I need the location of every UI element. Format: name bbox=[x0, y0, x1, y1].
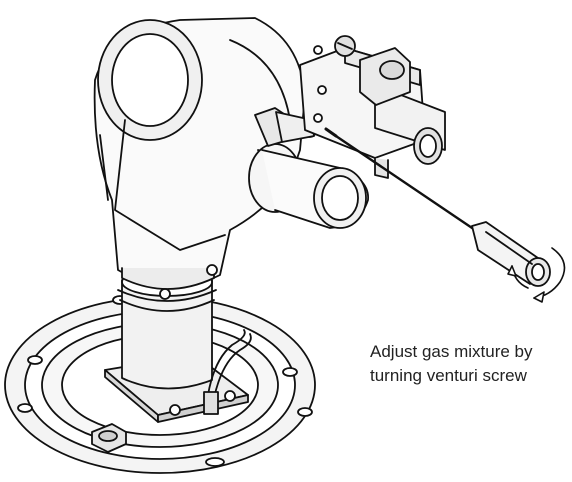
flange-nut bbox=[91, 423, 127, 453]
screwdriver bbox=[324, 127, 551, 287]
rotation-arrow-icon bbox=[507, 247, 566, 303]
ignition-wires bbox=[203, 329, 252, 415]
fan-housing bbox=[93, 17, 306, 300]
instruction-caption: Adjust gas mixture by turning venturi sc… bbox=[370, 340, 533, 388]
caption-line-1: Adjust gas mixture by bbox=[370, 342, 533, 361]
gas-valve bbox=[299, 35, 446, 179]
caption-line-2: turning venturi screw bbox=[370, 366, 527, 385]
inlet-pipe bbox=[248, 143, 369, 229]
